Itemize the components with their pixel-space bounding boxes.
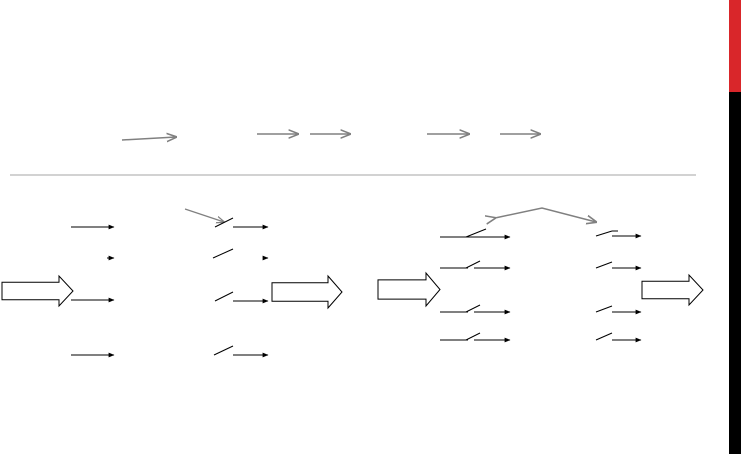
block-arrow-right-icon (271, 274, 343, 310)
open-switch-icon (213, 345, 234, 356)
side-accent-red-bar (729, 0, 741, 92)
side-accent-black-bar (729, 92, 741, 454)
open-switch-icon (214, 217, 234, 228)
block-arrow-right-icon (377, 271, 441, 308)
open-switch-icon (214, 291, 234, 302)
open-switch-icon (595, 230, 613, 237)
open-switch-icon (595, 332, 613, 341)
gray-arrow (121, 137, 176, 140)
open-switch-icon (595, 305, 613, 313)
open-switch-icon (465, 260, 481, 269)
open-switch-icon (465, 228, 487, 238)
open-switch-icon (212, 248, 234, 259)
gray-pointer-arrow (184, 208, 224, 222)
open-switch-icon (595, 261, 613, 269)
gray-bidirectional-arrow (495, 207, 596, 222)
open-switch-icon (465, 332, 481, 341)
block-arrow-right-icon (641, 273, 704, 307)
block-arrow-right-icon (1, 274, 74, 308)
open-switch-icon (465, 304, 481, 313)
